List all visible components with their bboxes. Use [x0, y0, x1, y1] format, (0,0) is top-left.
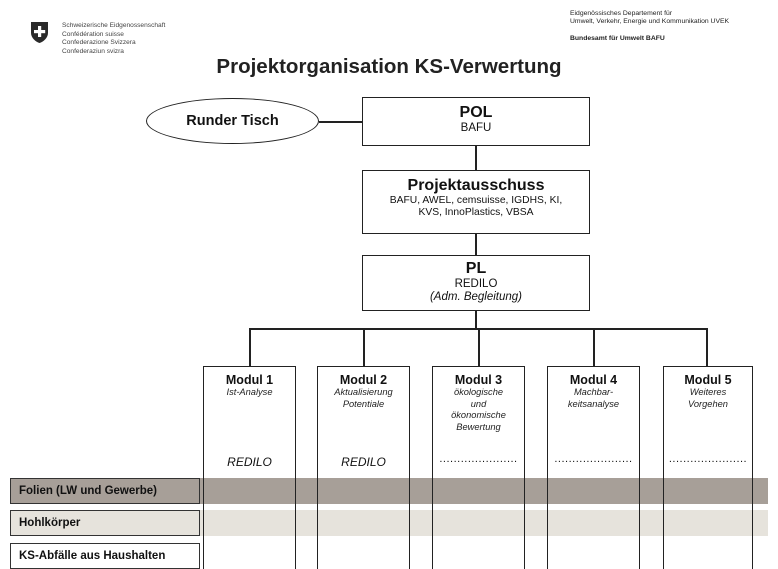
department-line: Umwelt, Verkehr, Energie und Kommunikati…	[570, 18, 730, 26]
band-hohlkoerper: Hohlkörper	[0, 510, 768, 536]
pol-org: BAFU	[460, 122, 492, 134]
band-fill	[200, 510, 768, 536]
department-block: Eidgenössisches Departement für Umwelt, …	[570, 10, 729, 43]
module-2-right-border	[409, 478, 411, 569]
module-desc: Weiteres	[689, 387, 727, 397]
module-owner: ......................	[554, 453, 633, 465]
module-desc: keitsanalyse	[567, 398, 620, 409]
band-label: Folien (LW und Gewerbe)	[10, 478, 200, 504]
module-desc: ökologische	[453, 387, 504, 397]
module-title: Modul 2	[339, 373, 388, 387]
federal-line: Confederazione Svizzera	[62, 39, 136, 47]
runder-tisch-label: Runder Tisch	[186, 113, 279, 129]
module-4-right-border	[639, 478, 641, 569]
module-3-left-border	[432, 478, 434, 569]
band-label: KS-Abfälle aus Haushalten	[10, 543, 200, 569]
band-fill	[200, 478, 768, 504]
connector-pa-pl	[475, 234, 477, 255]
band-label: Hohlkörper	[10, 510, 200, 536]
module-4: Modul 4 Machbar- keitsanalyse ..........…	[547, 366, 640, 566]
module-2: Modul 2 Aktualisierung Potentiale REDILO	[317, 366, 410, 566]
module-5-left-border	[663, 478, 665, 569]
pl-title: PL	[465, 260, 487, 277]
module-desc: Vorgehen	[688, 398, 728, 409]
pol-title: POL	[459, 104, 493, 121]
module-desc: Aktualisierung	[334, 387, 393, 397]
pol-node: POL BAFU	[362, 97, 590, 146]
module-title: Modul 1	[225, 373, 274, 387]
federal-line: Confédération suisse	[62, 30, 124, 38]
module-1-right-border	[295, 478, 297, 569]
module-desc: ökonomische	[451, 410, 506, 420]
module-desc: Machbar-	[573, 387, 614, 397]
module-title: Modul 5	[684, 373, 732, 387]
office-name: Bundesamt für Umwelt BAFU	[570, 34, 665, 42]
projektausschuss-title: Projektausschuss	[407, 177, 545, 194]
module-desc: Bewertung	[456, 421, 501, 432]
module-desc: und	[470, 398, 487, 409]
projektausschuss-members-1: BAFU, AWEL, cemsuisse, IGDHS, KI,	[389, 195, 563, 206]
module-4-left-border	[547, 478, 549, 569]
connector-mod1	[249, 328, 251, 366]
module-title: Modul 3	[454, 373, 503, 387]
module-2-left-border	[317, 478, 319, 569]
pl-node: PL REDILO (Adm. Begleitung)	[362, 255, 590, 311]
swiss-crest-icon	[31, 22, 48, 43]
connector-mod2	[363, 328, 365, 366]
band-ks-abfaelle: KS-Abfälle aus Haushalten	[0, 543, 768, 569]
pl-org: REDILO	[454, 278, 498, 290]
page-title: Projektorganisation KS-Verwertung	[216, 55, 562, 78]
module-owner: REDILO	[227, 455, 272, 469]
department-line: Eidgenössisches Departement für	[570, 10, 673, 17]
projektausschuss-members-2: KVS, InnoPlastics, VBSA	[418, 207, 534, 218]
module-owner: ......................	[439, 453, 518, 465]
connector-runder-pol	[319, 121, 362, 123]
module-owner: REDILO	[341, 455, 386, 469]
band-folien: Folien (LW und Gewerbe)	[0, 478, 768, 504]
module-3-right-border	[524, 478, 526, 569]
module-owner: ......................	[668, 453, 748, 465]
module-1-left-border	[203, 478, 205, 569]
connector-pol-pa	[475, 146, 477, 170]
runder-tisch-node: Runder Tisch	[146, 98, 319, 144]
projektausschuss-node: Projektausschuss BAFU, AWEL, cemsuisse, …	[362, 170, 590, 234]
connector-mod5	[706, 328, 708, 366]
module-5-right-border	[752, 478, 754, 569]
module-title: Modul 4	[569, 373, 618, 387]
connector-pl-bus	[475, 311, 477, 329]
module-desc: Ist-Analyse	[226, 387, 273, 397]
federal-line: Schweizerische Eidgenossenschaft	[62, 22, 166, 29]
pl-note: (Adm. Begleitung)	[429, 291, 523, 303]
module-desc: Potentiale	[342, 398, 385, 409]
connector-mod4	[593, 328, 595, 366]
module-5: Modul 5 Weiteres Vorgehen ..............…	[663, 366, 753, 566]
federal-name-block: Schweizerische Eidgenossenschaft Confédé…	[62, 22, 165, 56]
federal-line: Confederaziun svizra	[62, 47, 124, 55]
module-1: Modul 1 Ist-Analyse REDILO	[203, 366, 296, 566]
module-3: Modul 3 ökologische und ökonomische Bewe…	[432, 366, 525, 566]
connector-mod3	[478, 328, 480, 366]
